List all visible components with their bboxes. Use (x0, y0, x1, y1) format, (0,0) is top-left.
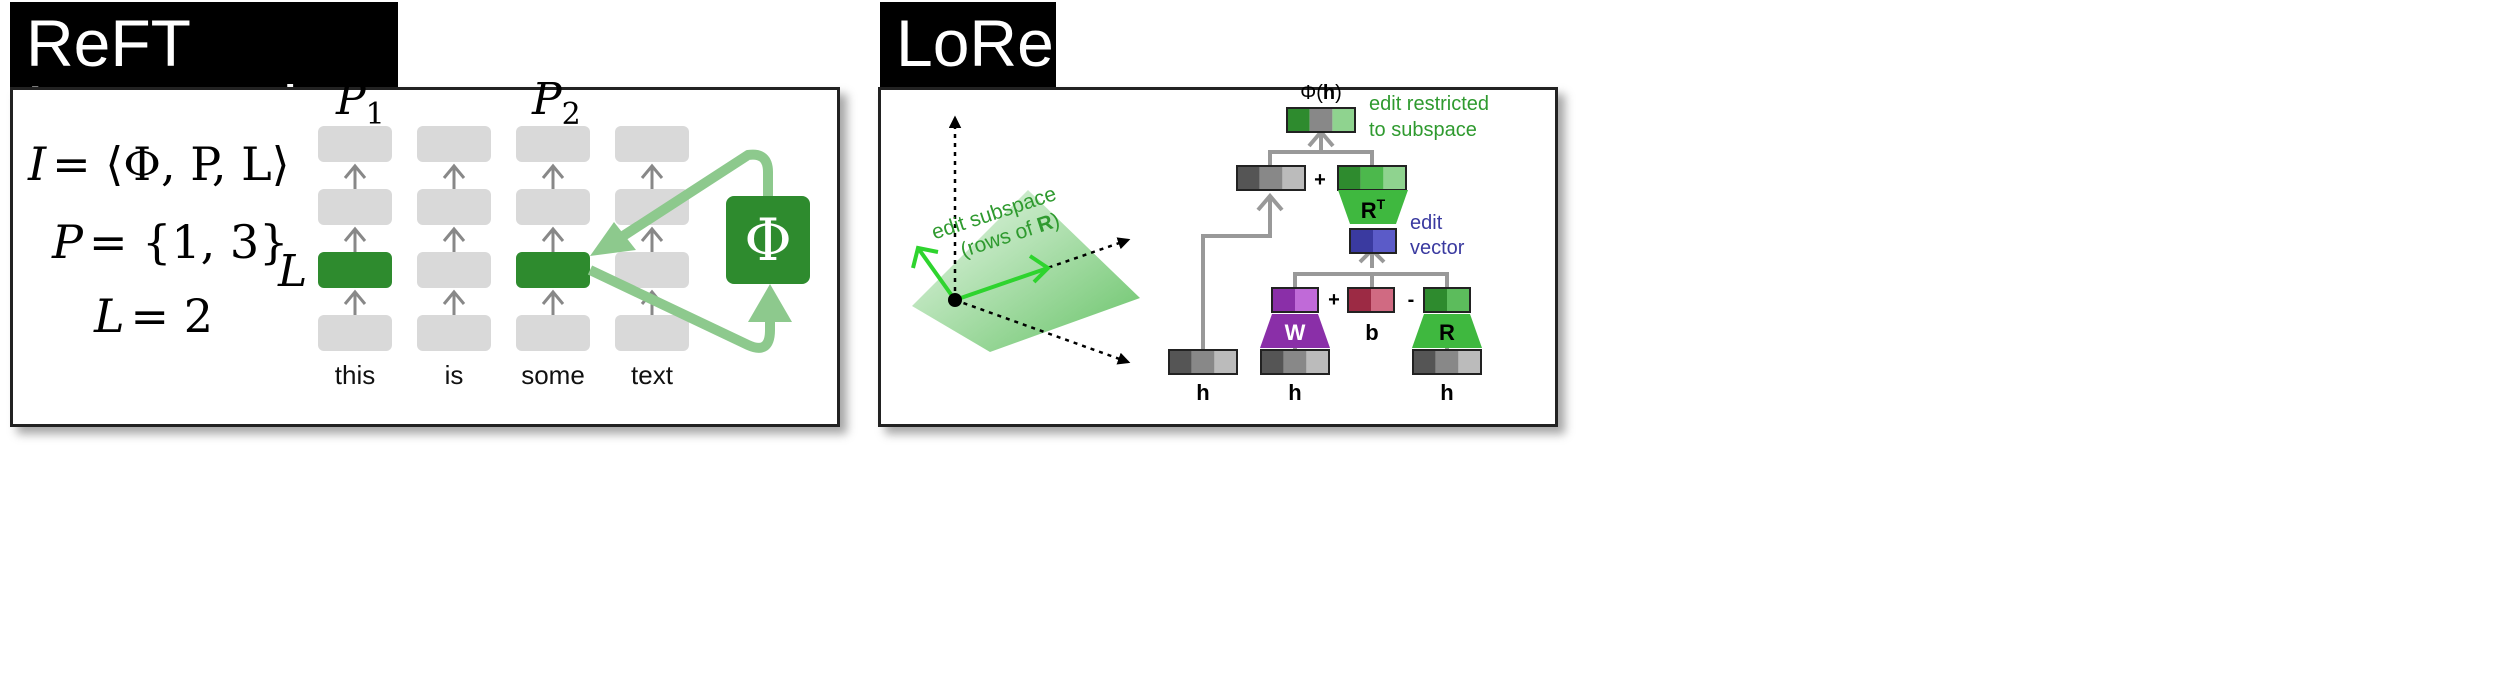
phi-h-vector (1286, 107, 1356, 133)
h-label-2: h (1288, 380, 1301, 405)
restricted-label-1: edit restricted (1369, 93, 1489, 115)
hidden-state-cell (318, 189, 392, 225)
edit-vector (1349, 228, 1397, 254)
b-label: b (1365, 320, 1378, 345)
basis-vector-2-head (911, 245, 939, 269)
r-label: R (1439, 320, 1455, 345)
phi-h-label: Φ(h) (1300, 82, 1342, 104)
h-input-vector-1 (1168, 349, 1238, 375)
flow-to-phi (587, 265, 775, 353)
flow-from-phi-head (590, 222, 636, 256)
basis-vector-1-head (1028, 254, 1052, 284)
layer-arrow-head (442, 163, 466, 179)
layer-arrow-head (541, 163, 565, 179)
layer-arrow-head (343, 226, 367, 242)
hidden-state-cell (516, 315, 590, 351)
layer-arrow-head (343, 289, 367, 305)
eq-I: I= ⟨Φ, P, L⟩ (27, 137, 290, 191)
minus-mid: - (1408, 289, 1415, 311)
hidden-state-cell (318, 126, 392, 162)
token-label: this (335, 360, 375, 390)
hidden-state-cell (615, 315, 689, 351)
rt-output-vector (1337, 165, 1407, 191)
p1-label: P1 (335, 74, 385, 132)
layer-arrow-head (541, 289, 565, 305)
flow-from-phi (617, 149, 773, 243)
edit-vector-label-1: edit (1410, 212, 1443, 234)
w-trapezoid (1260, 314, 1330, 348)
rt-trapezoid (1338, 190, 1408, 224)
hidden-state-cell (417, 126, 491, 162)
origin-point (948, 293, 962, 307)
token-label: text (631, 360, 674, 390)
token-label: some (521, 360, 585, 390)
layer-arrow-head (442, 289, 466, 305)
hidden-state-cell (318, 315, 392, 351)
bias-vector (1347, 287, 1395, 313)
phi-symbol: Φ (744, 206, 792, 274)
hidden-state-cell (516, 189, 590, 225)
eq-L: L= 2 (93, 289, 213, 343)
subspace-plane (912, 190, 1140, 352)
hidden-state-cell (417, 315, 491, 351)
w-label: W (1285, 320, 1306, 345)
layer-arrow-head (343, 163, 367, 179)
hidden-state-cell (615, 252, 689, 288)
axis-down (954, 298, 1131, 365)
intervened-cell (318, 252, 392, 288)
r-trapezoid (1412, 314, 1482, 348)
h-input-vector-3 (1412, 349, 1482, 375)
edit-vector-label-2: vector (1410, 237, 1465, 259)
hidden-state-cell (615, 189, 689, 225)
layer-arrow-head (640, 226, 664, 242)
h-input-vector-2 (1260, 349, 1330, 375)
layer-arrow-head (640, 163, 664, 179)
basis-vector-2 (916, 246, 957, 302)
layer-arrow-head (541, 226, 565, 242)
hidden-state-cell (417, 252, 491, 288)
plus-mid: + (1328, 289, 1340, 311)
rt-label: RT (1361, 196, 1386, 223)
token-label: is (445, 360, 464, 390)
intervened-cell (516, 252, 590, 288)
h-passthrough-vector (1236, 165, 1306, 191)
basis-vector-1 (954, 266, 1049, 302)
restricted-label-2: to subspace (1369, 119, 1477, 141)
vector-boxes (1168, 107, 1482, 375)
phi-box (726, 196, 810, 284)
p2-label: P2 (531, 74, 581, 132)
layer-label: L (277, 246, 307, 297)
eq-P: P= {1, 3} (51, 215, 288, 269)
flow-to-phi-head (748, 284, 792, 322)
equations: I= ⟨Φ, P, L⟩ P= {1, 3} L= 2 (27, 137, 290, 343)
h-label-3: h (1440, 380, 1453, 405)
layer-arrow-head (442, 226, 466, 242)
token-columns: this is some text (318, 126, 689, 390)
h-label-1: h (1196, 380, 1209, 405)
w-output-vector (1271, 287, 1319, 313)
plus-top: + (1314, 169, 1326, 191)
hidden-state-cell (516, 126, 590, 162)
r-output-vector (1423, 287, 1471, 313)
hidden-state-cell (417, 189, 491, 225)
hidden-state-cell (615, 126, 689, 162)
